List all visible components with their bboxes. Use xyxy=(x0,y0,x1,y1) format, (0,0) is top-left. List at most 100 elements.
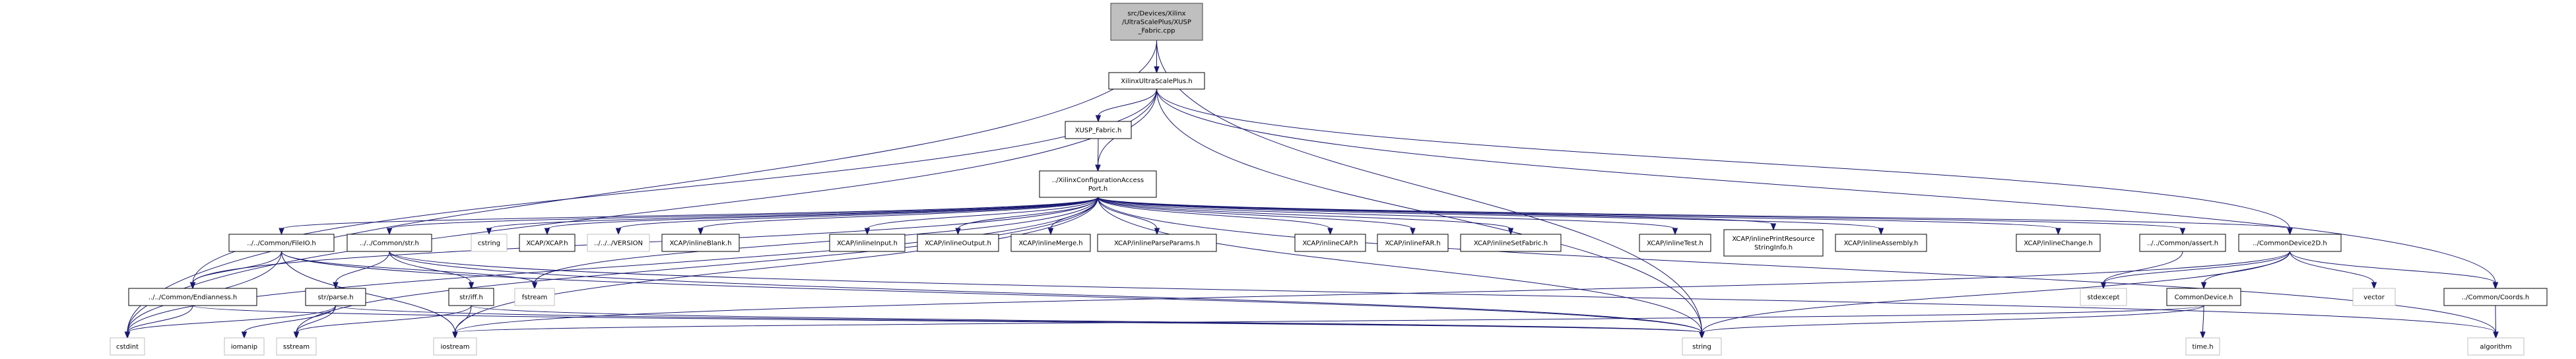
edge-line xyxy=(1098,197,1702,333)
node-box xyxy=(519,234,576,252)
edge-line xyxy=(127,305,336,333)
node-box xyxy=(514,288,555,306)
edge-line xyxy=(471,305,1702,333)
edge-line xyxy=(389,251,1702,333)
node-box xyxy=(448,288,494,306)
edge-cap_h-to-string xyxy=(1098,197,1705,339)
arrowhead xyxy=(1699,331,1705,339)
node-str-h[interactable]: ../../Common/str.h xyxy=(347,234,432,252)
node-label: XCAP/inlineInput.h xyxy=(837,240,898,247)
arrowhead xyxy=(2371,282,2377,290)
node-label: string xyxy=(1692,344,1711,351)
arrowhead xyxy=(1047,228,1054,236)
edge-line xyxy=(488,197,1098,230)
node-box xyxy=(276,337,317,356)
edge-line xyxy=(2495,305,2496,333)
node-coords-h[interactable]: ../Common/Coords.h xyxy=(2443,288,2548,306)
node-label: Port.h xyxy=(1088,185,1107,193)
node-box xyxy=(829,234,906,252)
node-box xyxy=(2166,288,2241,306)
edge-root-to-cstdint xyxy=(124,40,1157,339)
node-endian-h[interactable]: ../../Common/Endianness.h xyxy=(128,288,257,306)
edge-fabric_h-to-cap_h xyxy=(1095,138,1101,172)
node-label: XilinxUltraScalePlus.h xyxy=(1121,78,1192,85)
edge-cap_h-to-inlineTest xyxy=(1098,197,1678,236)
edge-cap_h-to-inlineAssembly xyxy=(1098,197,1884,236)
node-inlineBlank[interactable]: XCAP/inlineBlank.h xyxy=(661,234,740,252)
node-xcap-h[interactable]: XCAP/XCAP.h xyxy=(519,234,576,252)
arrowhead xyxy=(955,228,961,236)
edge-xusp_h-to-cd2d_h xyxy=(1156,88,2293,236)
arrowhead xyxy=(2055,228,2061,236)
edge-cd_h-to-time_h xyxy=(2200,305,2206,339)
node-box xyxy=(2443,288,2548,306)
node-assert-h[interactable]: ../../Common/assert.h xyxy=(2139,234,2226,252)
node-fileio-h[interactable]: ../../Common/FileIO.h xyxy=(228,234,335,252)
arrowhead xyxy=(1770,223,1777,231)
node-inlineSetFabric[interactable]: XCAP/inlineSetFabric.h xyxy=(1460,234,1562,252)
edge-line xyxy=(2290,251,2375,284)
node-stdexcept: stdexcept xyxy=(2080,288,2127,306)
edge-line xyxy=(1098,197,1511,230)
node-fstream: fstream xyxy=(514,288,555,306)
node-parse-h[interactable]: str/parse.h xyxy=(305,288,366,306)
edge-xusp_h-to-coords_h xyxy=(1156,88,2499,290)
node-label: cstdint xyxy=(116,344,139,351)
edge-cap_h-to-inlineFAR xyxy=(1098,197,1416,236)
node-inlineAssembly[interactable]: XCAP/inlineAssembly.h xyxy=(1835,234,1927,252)
node-xusp-h[interactable]: XilinxUltraScalePlus.h xyxy=(1108,72,1205,90)
node-cd-h[interactable]: CommonDevice.h xyxy=(2166,288,2241,306)
node-label: XCAP/inlineSetFabric.h xyxy=(1474,240,1548,247)
edge-xusp_h-to-fabric_h xyxy=(1095,88,1157,123)
node-time-h: time.h xyxy=(2185,337,2220,356)
node-inlineFAR[interactable]: XCAP/inlineFAR.h xyxy=(1377,234,1449,252)
edge-parse_h-to-iomanip xyxy=(241,305,336,339)
node-label: vector xyxy=(2363,294,2385,302)
node-root[interactable]: src/Devices/Xilinx/UltraScalePlus/XUSP_F… xyxy=(1110,3,1203,41)
arrowhead xyxy=(615,228,622,236)
node-label: XCAP/inlineFAR.h xyxy=(1385,240,1440,247)
node-cd2d-h[interactable]: ../CommonDevice2D.h xyxy=(2238,234,2342,252)
edge-cap_h-to-xcap_h xyxy=(544,197,1098,236)
arrowhead xyxy=(1672,228,1678,236)
node-inlineTest[interactable]: XCAP/inlineTest.h xyxy=(1639,234,1711,252)
edge-line xyxy=(1098,138,1099,166)
arrowhead xyxy=(1410,228,1416,236)
edge-line xyxy=(455,251,2290,333)
node-inlineInput[interactable]: XCAP/inlineInput.h xyxy=(829,234,906,252)
node-label: src/Devices/Xilinx xyxy=(1127,11,1185,18)
edge-line xyxy=(127,197,1098,333)
node-box xyxy=(2080,288,2127,306)
node-sstream: sstream xyxy=(276,337,317,356)
arrowhead xyxy=(293,331,300,339)
node-inlineMerge[interactable]: XCAP/inlineMerge.h xyxy=(1010,234,1091,252)
edge-line xyxy=(1098,197,1413,230)
edge-cap_h-to-cd2d_h xyxy=(1098,197,2293,236)
edge-line xyxy=(1701,305,2204,333)
node-box xyxy=(224,337,265,356)
edge-line xyxy=(1156,40,1702,333)
node-inlineOutput[interactable]: XCAP/inlineOutput.h xyxy=(917,234,999,252)
edge-cap_h-to-inlinePrint xyxy=(1098,197,1777,231)
node-inlineCAP[interactable]: XCAP/inlineCAP.h xyxy=(1294,234,1366,252)
node-fabric-h[interactable]: XUSP_Fabric.h xyxy=(1065,121,1132,139)
edge-cap_h-to-inlineSetFabric xyxy=(1098,197,1514,236)
node-label: /UltraScalePlus/XUSP xyxy=(1122,19,1191,26)
node-label: ../../Common/assert.h xyxy=(2147,240,2218,247)
edge-cd2d_h-to-coords_h xyxy=(2290,251,2499,290)
node-iff-h[interactable]: str/iff.h xyxy=(448,288,494,306)
node-label: algorithm xyxy=(2480,344,2511,351)
edge-line xyxy=(1156,88,2496,284)
arrowhead xyxy=(486,228,492,236)
node-label: CommonDevice.h xyxy=(2175,294,2233,302)
node-label: ../XilinxConfigurationAccess xyxy=(1052,177,1144,184)
node-inlineParseParams[interactable]: XCAP/inlineParseParams.h xyxy=(1097,234,1217,252)
edge-line xyxy=(455,305,2204,333)
edge-endian_h-to-string xyxy=(192,305,1705,339)
node-box xyxy=(2467,337,2525,356)
node-box xyxy=(1723,229,1824,257)
node-inlineChange[interactable]: XCAP/inlineChange.h xyxy=(2016,234,2101,252)
edge-cd_h-to-iostream xyxy=(452,305,2204,339)
